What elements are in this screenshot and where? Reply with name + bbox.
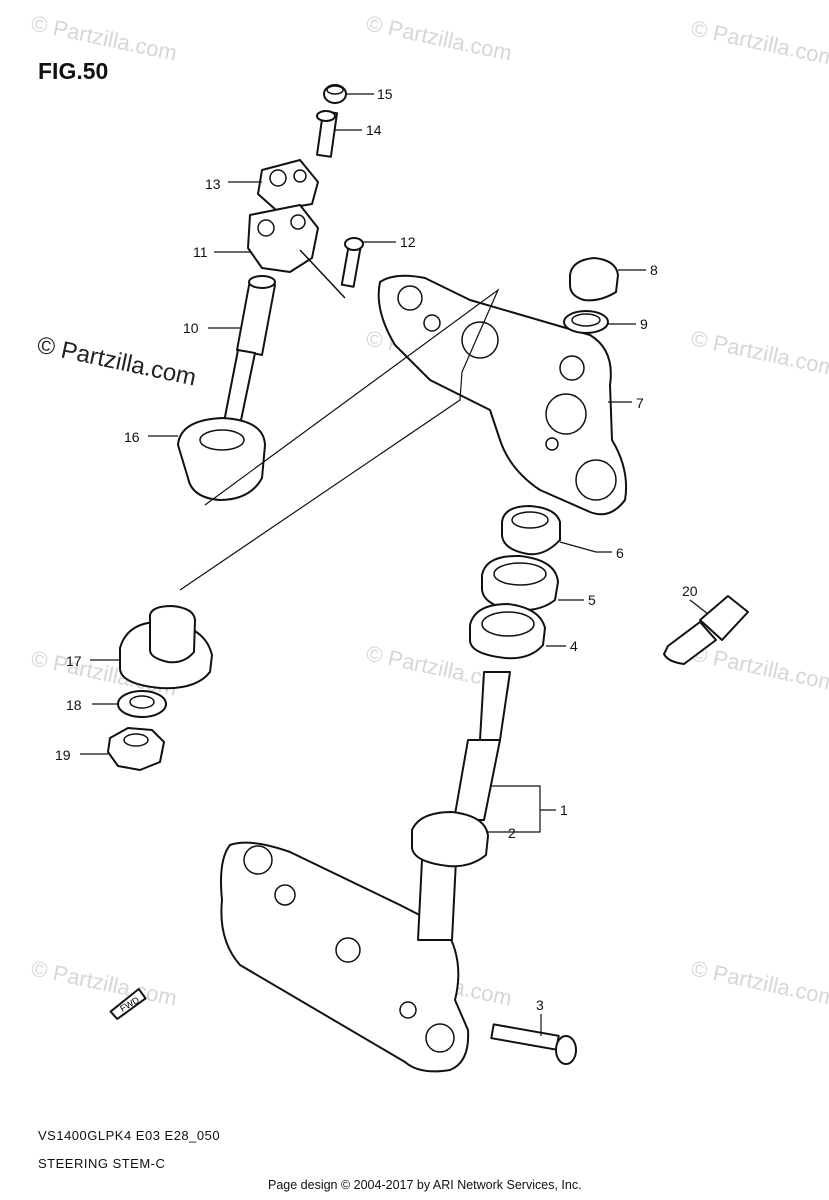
copyright-notice: Page design © 2004-2017 by ARI Network S…	[268, 1178, 582, 1192]
ref-label-18: 18	[66, 697, 82, 713]
ref-label-20: 20	[682, 583, 698, 599]
ref-label-9: 9	[640, 316, 648, 332]
ref-label-3: 3	[536, 997, 544, 1013]
leader-lines	[80, 93, 709, 1036]
part-18-washer	[117, 690, 167, 718]
ref-label-15: 15	[377, 86, 393, 102]
ref-label-17: 17	[66, 653, 82, 669]
part-5-seal	[481, 554, 559, 612]
figure-title: FIG.50	[38, 58, 109, 84]
part-7-upper-bracket	[377, 274, 628, 516]
ref-label-2: 2	[508, 825, 516, 841]
ref-label-5: 5	[588, 592, 596, 608]
part-16-rubber	[177, 417, 266, 501]
ref-label-6: 6	[616, 545, 624, 561]
part-4-bearing	[469, 603, 546, 660]
part-2-seal	[411, 811, 489, 868]
ref-label-7: 7	[636, 395, 644, 411]
part-14-bolt	[316, 110, 338, 158]
ref-label-11: 11	[193, 244, 208, 260]
exploded-guide-lines	[179, 288, 500, 591]
ref-label-4: 4	[570, 638, 578, 654]
part-9-washer	[563, 310, 609, 334]
watermark-text: © Partzilla.com	[689, 15, 829, 70]
part-15-cap	[323, 84, 347, 104]
watermark-text: © Partzilla.com	[689, 955, 829, 1010]
part-12-bolt	[340, 237, 364, 288]
watermark-text: © Partzilla.com	[689, 640, 829, 695]
part-11-holder-lower	[247, 204, 346, 299]
watermark-text: © Partzilla.com	[689, 325, 829, 380]
part-19-nut	[107, 727, 165, 771]
ref-label-13: 13	[205, 176, 221, 192]
ref-label-14: 14	[366, 122, 382, 138]
part-17-bearing	[119, 605, 213, 690]
part-6-nut	[501, 505, 561, 556]
part-20-switch	[663, 595, 749, 665]
part-3-bolt	[490, 1023, 577, 1065]
part-13-holder-upper	[257, 159, 319, 211]
ref-label-12: 12	[400, 234, 416, 250]
part-10-shaft	[223, 275, 276, 426]
section-name: STEERING STEM-C	[38, 1156, 166, 1171]
watermark-text: © Partzilla.com	[29, 10, 179, 65]
watermark-text: © Partzilla.com	[364, 10, 514, 65]
ref-label-1: 1	[560, 802, 568, 818]
model-code: VS1400GLPK4 E03 E28_050	[38, 1128, 221, 1143]
ref-label-16: 16	[124, 429, 140, 445]
ref-label-19: 19	[55, 747, 71, 763]
watermark-text: © Partzilla.com	[29, 955, 179, 1010]
part-1-steering-stem	[220, 671, 511, 1073]
ref-label-8: 8	[650, 262, 658, 278]
watermark-main: © Partzilla.com	[35, 331, 199, 391]
ref-label-10: 10	[183, 320, 199, 336]
part-8-cap	[569, 257, 619, 302]
reference-numbers: 15 14 13 12 11 8 9 10 7 16 6 5 4 20 17 1…	[55, 86, 698, 1013]
